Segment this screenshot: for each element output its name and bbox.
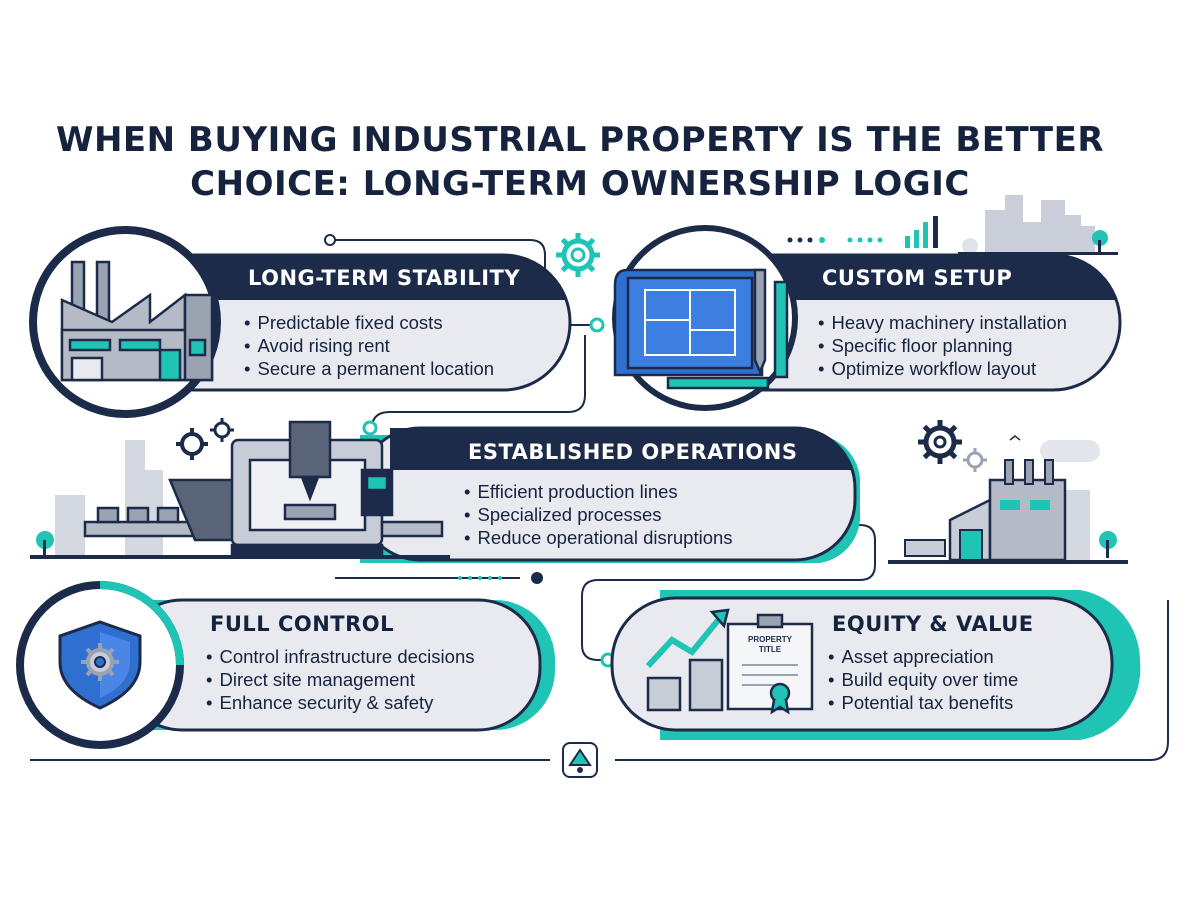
property-title-icon xyxy=(645,608,814,715)
blueprint-icon xyxy=(613,268,789,390)
card-custom-title: CUSTOM SETUP xyxy=(822,266,1013,290)
list-item: Optimize workflow layout xyxy=(818,357,1067,380)
card-equity-list: Asset appreciation Build equity over tim… xyxy=(828,645,1018,714)
list-item: Specific floor planning xyxy=(818,334,1067,357)
gear-icon xyxy=(963,448,987,472)
card-operations-list: Efficient production lines Specialized p… xyxy=(464,480,733,549)
card-stability-list: Predictable fixed costs Avoid rising ren… xyxy=(244,311,494,380)
list-item: Avoid rising rent xyxy=(244,334,494,357)
logo-icon xyxy=(562,742,598,778)
list-item: Asset appreciation xyxy=(828,645,1018,668)
gear-icon xyxy=(918,420,962,464)
card-equity-title: EQUITY & VALUE xyxy=(832,612,1034,636)
shield-gear-icon xyxy=(58,620,142,710)
list-item: Enhance security & safety xyxy=(206,691,474,714)
connector-lines xyxy=(30,239,1169,761)
list-item: Predictable fixed costs xyxy=(244,311,494,334)
list-item: Heavy machinery installation xyxy=(818,311,1066,334)
list-item: Specialized processes xyxy=(464,503,733,526)
list-item: Efficient production lines xyxy=(464,480,733,503)
list-item: Build equity over time xyxy=(828,668,1018,691)
factory-icon xyxy=(60,260,214,382)
gear-icon xyxy=(210,418,234,442)
page-title: WHEN BUYING INDUSTRIAL PROPERTY IS THE B… xyxy=(0,118,1160,206)
list-item: Control infrastructure decisions xyxy=(206,645,474,668)
gear-icon xyxy=(176,428,208,460)
card-operations-title: ESTABLISHED OPERATIONS xyxy=(468,440,798,464)
gear-icon xyxy=(556,233,600,277)
cnc-machine-icon xyxy=(83,420,444,559)
list-item: Reduce operational disruptions xyxy=(464,526,732,549)
card-control-title: FULL CONTROL xyxy=(210,612,395,636)
dotted-accents xyxy=(458,237,883,580)
list-item: Secure a permanent location xyxy=(244,357,494,380)
card-control-list: Control infrastructure decisions Direct … xyxy=(206,645,474,714)
factory-scene-icon xyxy=(888,435,1128,564)
card-stability-title: LONG-TERM STABILITY xyxy=(248,266,521,290)
property-title-label: PROPERTY TITLE xyxy=(747,635,792,654)
page-title-line-2: CHOICE: LONG-TERM OWNERSHIP LOGIC xyxy=(190,164,970,204)
page-title-line-1: WHEN BUYING INDUSTRIAL PROPERTY IS THE B… xyxy=(55,120,1105,160)
card-custom-list: Heavy machinery installation Specific fl… xyxy=(818,311,1067,380)
list-item: Potential tax benefits xyxy=(828,691,1018,714)
list-item: Direct site management xyxy=(206,668,474,691)
